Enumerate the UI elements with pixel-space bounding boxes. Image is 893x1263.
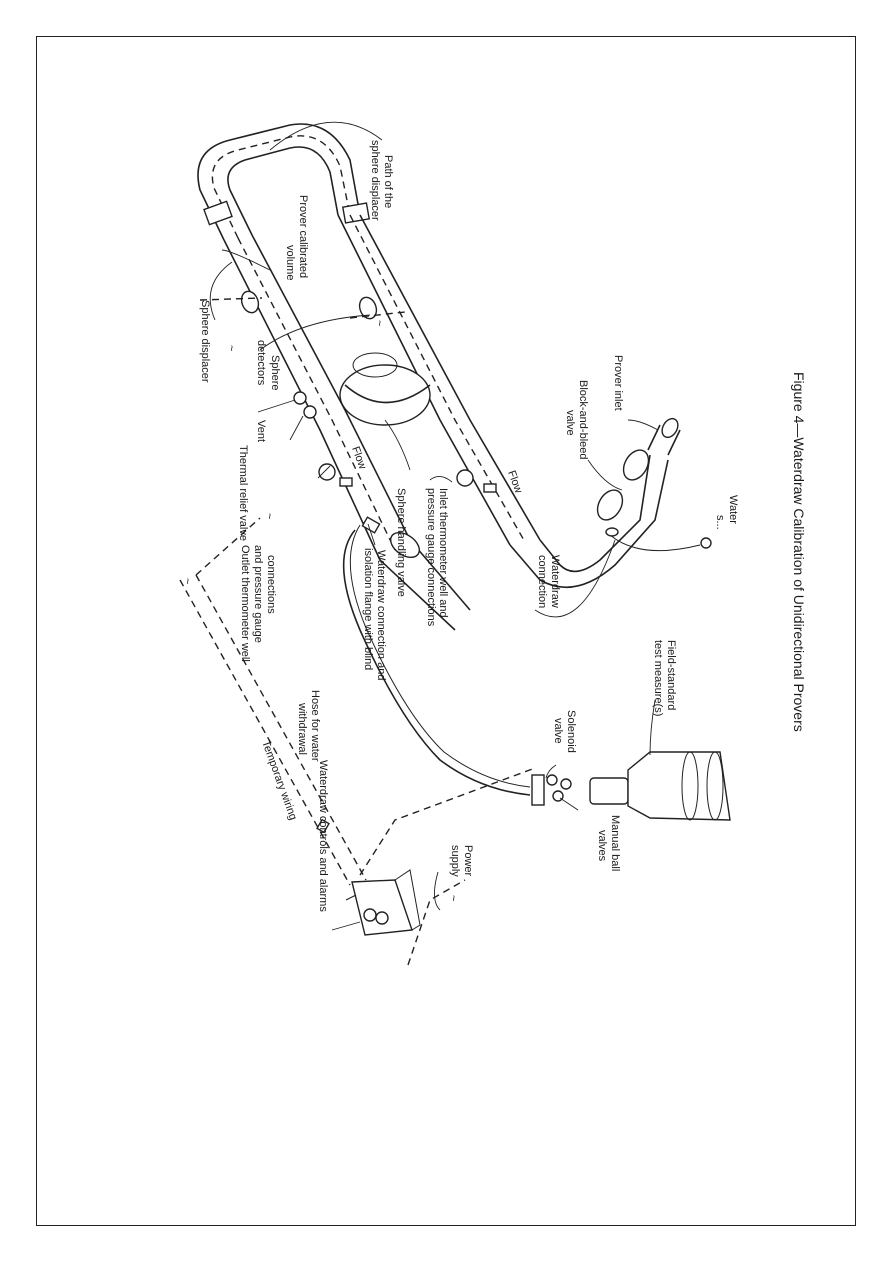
page-frame [36,36,856,1226]
